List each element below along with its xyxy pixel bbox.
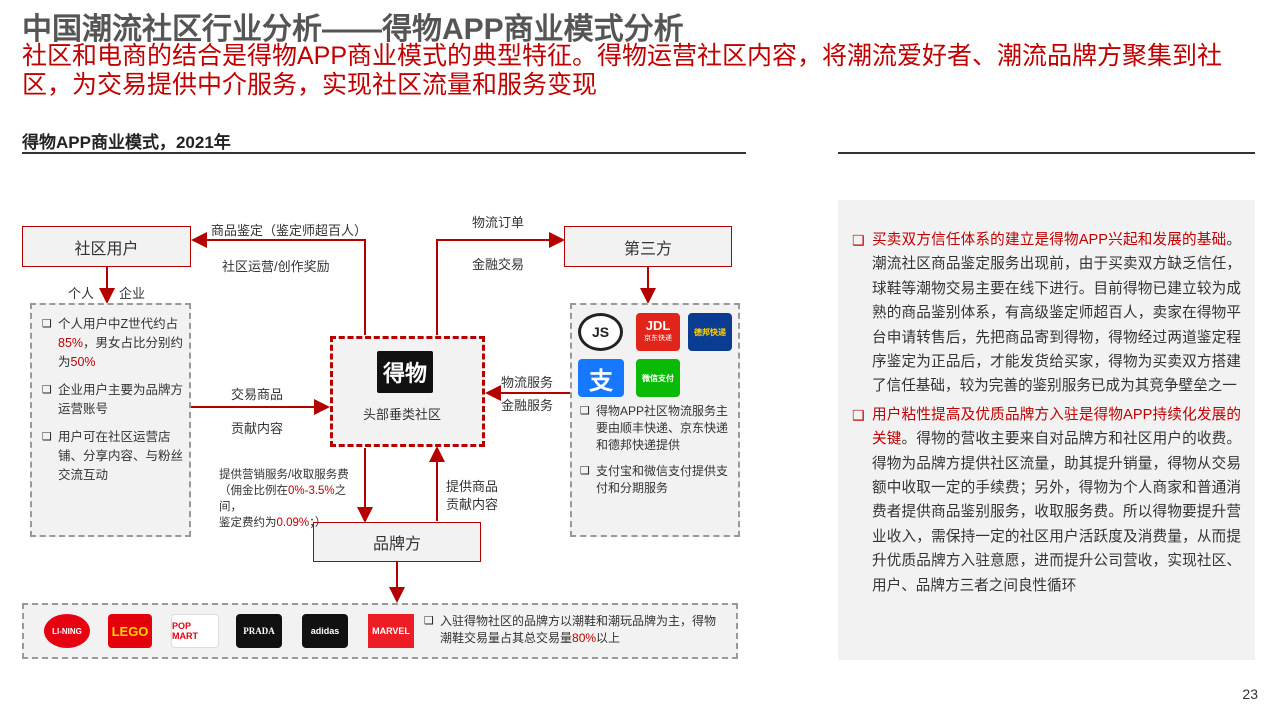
third-party-note-1: 得物APP社区物流服务主要由顺丰快递、京东快递和德邦快递提供: [580, 403, 734, 454]
label-finance-service: 金融服务: [501, 398, 554, 413]
brand-note-value: 80%: [572, 631, 597, 645]
page-subtitle: 社区和电商的结合是得物APP商业模式的典型特征。得物运营社区内容，将潮流爱好者、…: [22, 42, 1223, 99]
wechat-pay-logo: 微信支付: [636, 359, 680, 397]
auth-fee-post: ；）: [309, 517, 327, 529]
users-note-1-gender: 50%: [70, 355, 96, 369]
lego-logo: LEGO: [108, 614, 152, 648]
users-note-1-text: 个人用户中Z世代约占: [58, 317, 179, 331]
label-enterprise: 企业: [119, 286, 146, 301]
commission-line: （佣金比例在0%-3.5%之间，: [219, 483, 369, 515]
third-party-services-box: JS JDL 京东快递 德邦快递 支 微信支付 得物APP社区物流服务主要由顺丰…: [570, 303, 740, 537]
label-provide-goods: 提供商品: [446, 479, 499, 494]
marketing-note: 提供营销服务/收取服务费 （佣金比例在0%-3.5%之间， 鉴定费约为0.09%…: [219, 467, 369, 531]
users-note-1-mid: ，男女占比分别约为: [58, 336, 184, 369]
label-personal: 个人: [68, 286, 95, 301]
adidas-logo-text: adidas: [310, 626, 340, 636]
commission-pre: （佣金比例在: [219, 485, 288, 497]
analysis-point-2-head: 用户粘性提高及优质品牌方入驻是得物APP持续化发展的关键: [872, 406, 1241, 448]
label-logistics-order: 物流订单: [472, 215, 525, 230]
brand-notes-list: 入驻得物社区的品牌方以潮鞋和潮玩品牌为主，得物潮鞋交易量占其总交易量80%以上: [424, 613, 724, 656]
label-finance-trade: 金融交易: [472, 257, 525, 272]
prada-logo: PRADA: [236, 614, 282, 648]
alipay-logo: 支: [578, 359, 624, 397]
page-number: 23: [1242, 686, 1258, 702]
third-party-notes-list: 得物APP社区物流服务主要由顺丰快递、京东快递和德邦快递提供 支付宝和微信支付提…: [580, 403, 734, 506]
users-note-3-text: 用户可在社区运营店铺、分享内容、与粉丝交流互动: [58, 430, 184, 482]
analysis-point-1: 买卖双方信任体系的建立是得物APP兴起和发展的基础。潮流社区商品鉴定服务出现前，…: [852, 228, 1241, 399]
alipay-logo-text: 支: [589, 367, 613, 395]
users-note-1: 个人用户中Z世代约占 85%，男女占比分别约为50%: [42, 315, 184, 372]
lego-logo-text: LEGO: [111, 623, 149, 639]
jdl-logo-subtext: 京东快递: [644, 335, 672, 342]
users-note-3: 用户可在社区运营店铺、分享内容、与粉丝交流互动: [42, 428, 184, 485]
pop-mart-logo: POP MART: [171, 614, 219, 648]
label-trade-goods: 交易商品: [231, 387, 284, 402]
third-party-box: 第三方: [564, 226, 732, 267]
sf-express-logo: JS: [578, 313, 623, 351]
marvel-logo-text: MARVEL: [372, 626, 410, 636]
third-party-label: 第三方: [623, 240, 672, 258]
label-logistics-service: 物流服务: [501, 375, 554, 390]
marvel-logo: MARVEL: [368, 614, 414, 648]
pop-mart-logo-text: POP MART: [172, 621, 198, 641]
deppon-logo: 德邦快递: [688, 313, 732, 351]
marketing-line: 提供营销服务/收取服务费: [219, 469, 349, 481]
li-ning-logo-text: LI-NING: [52, 626, 82, 636]
jdl-logo-text: JDL: [645, 318, 671, 333]
brand-note: 入驻得物社区的品牌方以潮鞋和潮玩品牌为主，得物潮鞋交易量占其总交易量80%以上: [424, 613, 724, 647]
auth-fee-pre: 鉴定费约为: [219, 517, 277, 529]
brand-label: 品牌方: [372, 536, 421, 553]
right-divider: [838, 152, 1255, 154]
label-auth: 商品鉴定（鉴定师超百人）: [211, 223, 368, 238]
analysis-point-2-body: 。得物的营收主要来自对品牌方和社区用户的收费。得物为品牌方提供社区流量，助其提升…: [872, 431, 1241, 594]
analysis-point-1-head: 买卖双方信任体系的建立是得物APP兴起和发展的基础: [872, 232, 1227, 248]
prada-logo-text: PRADA: [243, 626, 275, 636]
community-users-label: 社区用户: [74, 240, 139, 258]
brand-note-post: 以上: [596, 631, 621, 645]
users-notes-box: 个人用户中Z世代约占 85%，男女占比分别约为50% 企业用户主要为品牌方运营账号…: [30, 303, 191, 537]
users-note-1-gen-z: 85%: [58, 336, 84, 350]
label-ops: 社区运营/创作奖励: [222, 259, 330, 274]
diagram-label: 得物APP商业模式，2021年: [22, 133, 231, 152]
brand-note-text: 入驻得物社区的品牌方以潮鞋和潮玩品牌为主，得物潮鞋交易量占其总交易量: [440, 614, 717, 645]
analysis-point-1-body: 。潮流社区商品鉴定服务出现前，由于买卖双方缺乏信任，球鞋等潮物交易主要在线下进行…: [872, 232, 1241, 395]
third-party-note-2: 支付宝和微信支付提供支付和分期服务: [580, 463, 734, 497]
label-contribute: 贡献内容: [231, 421, 284, 436]
community-users-box: 社区用户: [22, 226, 191, 267]
jdl-logo: JDL 京东快递: [636, 313, 680, 351]
commission-value: 0%-3.5%: [288, 485, 335, 497]
analysis-point-2: 用户粘性提高及优质品牌方入驻是得物APP持续化发展的关键。得物的营收主要来自对品…: [852, 403, 1241, 598]
dewu-logo-text: 得物: [382, 361, 427, 386]
analysis-panel: 买卖双方信任体系的建立是得物APP兴起和发展的基础。潮流社区商品鉴定服务出现前，…: [838, 200, 1255, 660]
left-divider: [22, 152, 746, 154]
deppon-logo-text: 德邦快递: [694, 327, 726, 337]
users-note-2: 企业用户主要为品牌方运营账号: [42, 381, 184, 419]
brand-logos-box: LI-NING LEGO POP MART PRADA adidas MARVE…: [22, 603, 738, 659]
adidas-logo: adidas: [302, 614, 348, 648]
li-ning-logo: LI-NING: [44, 614, 90, 648]
users-notes-list: 个人用户中Z世代约占 85%，男女占比分别约为50% 企业用户主要为品牌方运营账号…: [42, 315, 184, 494]
dewu-logo: 得物: [377, 351, 433, 393]
auth-fee-line: 鉴定费约为0.09%；）: [219, 515, 369, 531]
page-title: 中国潮流社区行业分析——得物APP商业模式分析: [22, 13, 684, 46]
center-community-box: 得物 头部垂类社区: [330, 336, 485, 447]
auth-fee-value: 0.09%: [276, 517, 310, 529]
label-contribute-2: 贡献内容: [446, 497, 499, 512]
center-caption: 头部垂类社区: [363, 407, 442, 422]
sf-express-logo-text: JS: [591, 324, 610, 340]
users-note-2-text: 企业用户主要为品牌方运营账号: [58, 383, 184, 416]
commission-post: 之间，: [219, 485, 347, 513]
wechat-pay-logo-text: 微信支付: [642, 373, 674, 383]
brand-box: 品牌方: [313, 522, 481, 562]
